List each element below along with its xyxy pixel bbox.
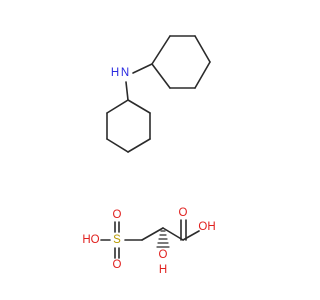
amine-nh-label: N H xyxy=(111,67,129,79)
sulfur-atom: S xyxy=(113,234,121,246)
alcohol-oxygen: O xyxy=(159,249,168,261)
sulfonyl-oxygen-top: O xyxy=(113,209,122,221)
sulfonyl-bonds xyxy=(100,221,120,259)
nitrogen-atom: N xyxy=(121,67,129,79)
carbonyl-oxygen: O xyxy=(179,207,188,219)
amine-hydrogen: H xyxy=(111,67,119,79)
amine-bonds xyxy=(125,63,153,101)
sulfonic-hydroxyl: HO xyxy=(82,234,99,246)
chemical-structure: N H O O S HO O H O OH xyxy=(82,35,216,276)
acid-backbone xyxy=(124,219,200,241)
stereo-hash-bond xyxy=(156,230,170,248)
sulfonyl-oxygen-bottom: O xyxy=(113,259,122,271)
cyclohexane-ring-top xyxy=(151,35,211,89)
cyclohexane-ring-bottom xyxy=(106,99,151,153)
acid-hydroxyl: OH xyxy=(198,221,215,233)
alcohol-hydrogen: H xyxy=(159,264,167,276)
